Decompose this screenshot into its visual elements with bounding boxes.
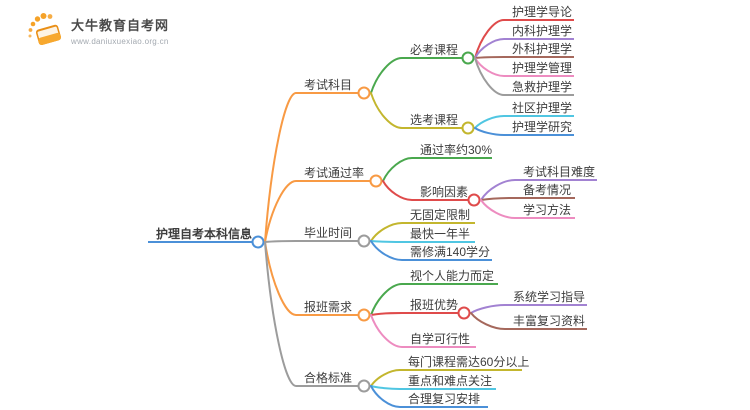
mindmap-edge — [474, 56, 505, 59]
mindmap-node-circle — [357, 308, 371, 322]
mindmap-edge — [370, 240, 403, 243]
mindmap-node-circle — [251, 235, 265, 249]
mindmap-edge — [370, 369, 401, 387]
mindmap-root-node: 护理自考本科信息 — [148, 227, 252, 243]
mindmap-node-circle — [369, 174, 383, 188]
mindmap-node: 系统学习指导 — [505, 290, 587, 306]
mindmap-edge — [264, 241, 297, 387]
mindmap-node-circle — [467, 193, 481, 207]
logo-book-icon — [28, 13, 62, 46]
mindmap-node: 考试通过率 — [296, 166, 370, 182]
mindmap-edge — [382, 157, 413, 182]
mindmap-node: 合格标准 — [296, 371, 358, 387]
mindmap-node: 护理学导论 — [504, 5, 574, 21]
mindmap-edge — [480, 199, 516, 219]
mindmap-edge — [474, 57, 505, 96]
mindmap-edge — [370, 240, 403, 261]
mindmap-edge — [470, 304, 506, 314]
mindmap-node-circle — [357, 379, 371, 393]
mindmap-node-circle — [357, 234, 371, 248]
mindmap-edge — [474, 127, 505, 136]
mindmap-edge — [264, 180, 297, 243]
mindmap-node: 影响因素 — [412, 185, 468, 201]
mindmap-node: 需修满140学分 — [402, 245, 492, 261]
mindmap-node: 外科护理学 — [504, 42, 574, 58]
site-name: 大牛教育自考网 — [71, 17, 170, 33]
mindmap-edge — [480, 179, 516, 201]
mindmap-node: 无固定限制 — [402, 208, 475, 224]
mindmap-edge — [370, 222, 403, 242]
mindmap-node: 考试科目 — [296, 78, 358, 94]
mindmap-node: 毕业时间 — [296, 226, 358, 242]
mindmap-edge — [264, 241, 297, 316]
mindmap-node: 最快一年半 — [402, 227, 475, 243]
mindmap-node: 护理学管理 — [504, 61, 574, 77]
mindmap-node: 自学可行性 — [402, 332, 476, 348]
mindmap-node: 通过率约30% — [412, 143, 492, 159]
mindmap-node: 学习方法 — [515, 203, 575, 219]
site-logo[interactable]: 大牛教育自考网 www.daniuxuexiao.org.cn — [26, 11, 169, 49]
mindmap-node: 丰富复习资料 — [505, 314, 587, 330]
mindmap-node: 备考情况 — [515, 183, 575, 199]
mindmap-node: 视个人能力而定 — [402, 269, 498, 285]
mindmap-edge — [382, 180, 413, 201]
mindmap-node: 内科护理学 — [504, 24, 574, 40]
mindmap-node: 社区护理学 — [504, 101, 574, 117]
mindmap-edge — [370, 385, 401, 408]
mindmap-edge — [264, 240, 297, 243]
mindmap-node-circle — [461, 121, 475, 135]
mindmap-edge — [480, 197, 516, 201]
mindmap-node: 考试科目难度 — [515, 165, 597, 181]
mindmap-edge — [474, 38, 505, 59]
site-url: www.daniuxuexiao.org.cn — [71, 36, 169, 46]
mindmap-node: 必考课程 — [402, 43, 462, 59]
mindmap-node: 重点和难点关注 — [400, 374, 496, 390]
mindmap-edge — [370, 57, 403, 94]
mindmap-node: 选考课程 — [402, 113, 462, 129]
mindmap-node-circle — [357, 86, 371, 100]
mindmap-node: 护理学研究 — [504, 120, 574, 136]
mindmap-node: 报班优势 — [402, 298, 458, 314]
mindmap-node-circle — [461, 51, 475, 65]
mindmap-edge — [370, 92, 403, 129]
mindmap-edge — [474, 115, 505, 129]
mindmap-edge — [370, 314, 403, 348]
mindmap-node: 报班需求 — [296, 300, 358, 316]
mindmap-node: 合理复习安排 — [400, 392, 488, 408]
mindmap-node-circle — [457, 306, 471, 320]
mindmap-edge — [470, 312, 506, 330]
mindmap-node: 急救护理学 — [504, 80, 574, 96]
mindmap-edge — [264, 92, 297, 243]
mindmap-edge — [370, 283, 403, 316]
mindmap-edge — [474, 19, 505, 59]
mindmap-edge — [370, 312, 403, 316]
mindmap-edge — [370, 385, 401, 390]
mindmap-node: 每门课程需达60分以上 — [400, 355, 529, 371]
